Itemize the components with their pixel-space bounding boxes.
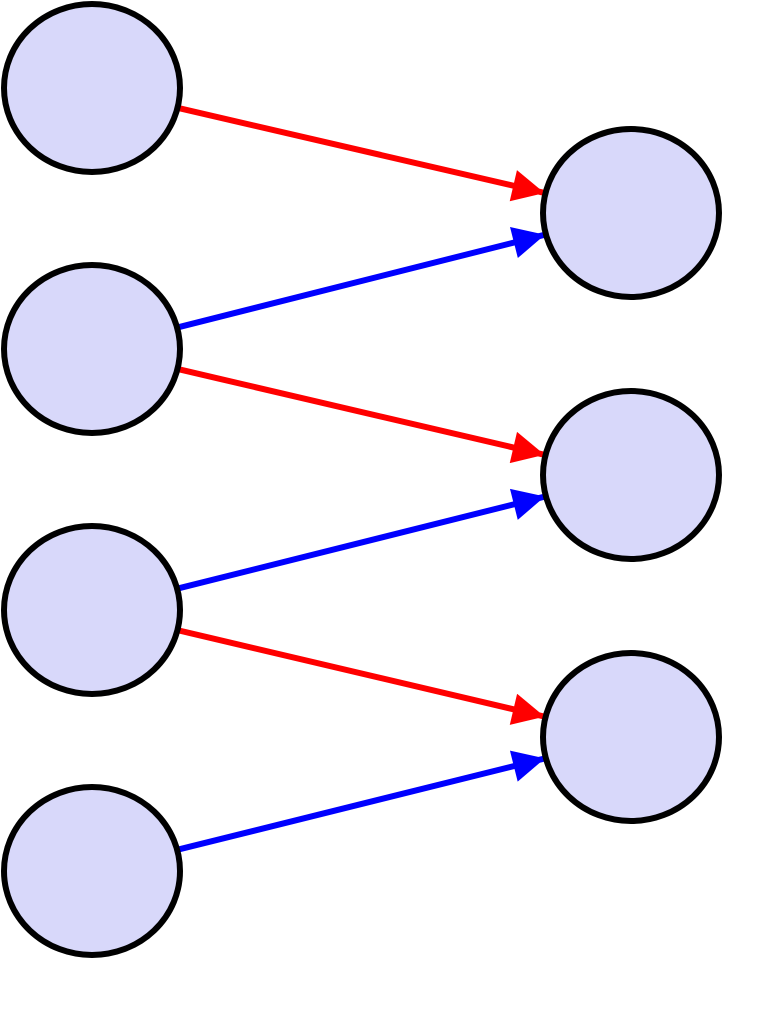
edge-arrow-left-2-to-right-1	[176, 227, 546, 331]
nodes-layer	[1, 1, 722, 958]
node-left-4	[1, 784, 183, 958]
node-left-2	[1, 262, 183, 436]
node-left-3	[1, 523, 183, 697]
edge-arrow-left-2-to-right-2	[176, 366, 546, 464]
edge-arrow-left-1-to-right-1	[176, 104, 546, 202]
edge-arrow-left-4-to-right-3	[176, 750, 546, 853]
node-left-1	[1, 1, 183, 175]
node-right-3	[540, 650, 722, 824]
node-right-1	[540, 126, 722, 300]
edges-layer	[176, 104, 546, 853]
edge-arrow-left-3-to-right-2	[176, 488, 546, 592]
edge-arrow-left-3-to-right-3	[176, 627, 546, 725]
node-right-2	[540, 388, 722, 562]
